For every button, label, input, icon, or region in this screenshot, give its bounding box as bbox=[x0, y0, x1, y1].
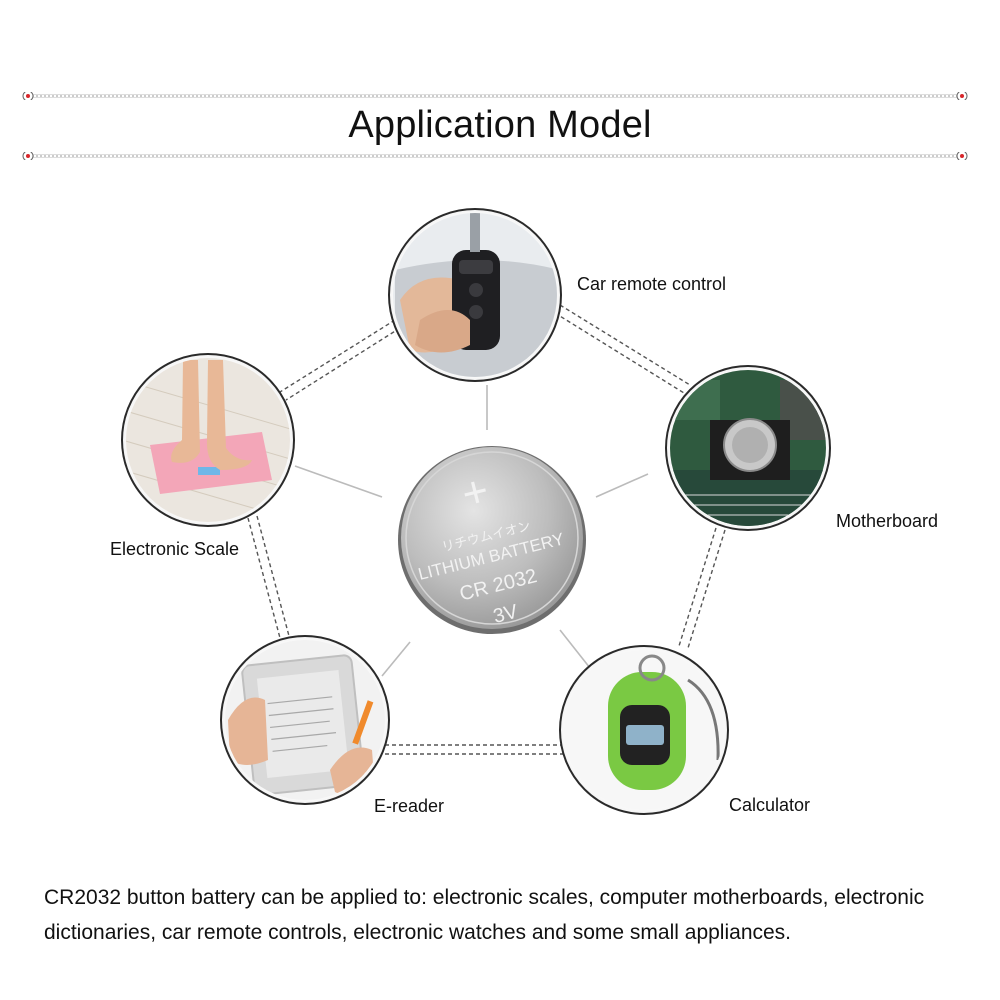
battery-coin: + リチウムイオン LITHIUM BATTERY CR 2032 3V bbox=[398, 446, 586, 634]
spokes bbox=[294, 385, 649, 677]
motherboard-image bbox=[665, 365, 831, 531]
label-electronic-scale: Electronic Scale bbox=[110, 539, 240, 559]
label-motherboard: Motherboard bbox=[836, 511, 939, 531]
calculator-image bbox=[559, 645, 729, 815]
label-car-remote-control: Car remote control bbox=[577, 274, 727, 294]
label-e-reader: E-reader bbox=[374, 796, 445, 816]
e-reader-image bbox=[220, 635, 390, 805]
electronic-scale-image bbox=[121, 353, 295, 527]
pentagon-connectors bbox=[247, 304, 726, 755]
page-title: Application Model bbox=[348, 104, 652, 146]
description-text: CR2032 button battery can be applied to:… bbox=[44, 886, 925, 944]
top-divider bbox=[22, 92, 968, 100]
car-remote-image bbox=[388, 208, 562, 382]
label-calculator: Calculator bbox=[729, 795, 811, 815]
bottom-divider bbox=[22, 152, 968, 160]
